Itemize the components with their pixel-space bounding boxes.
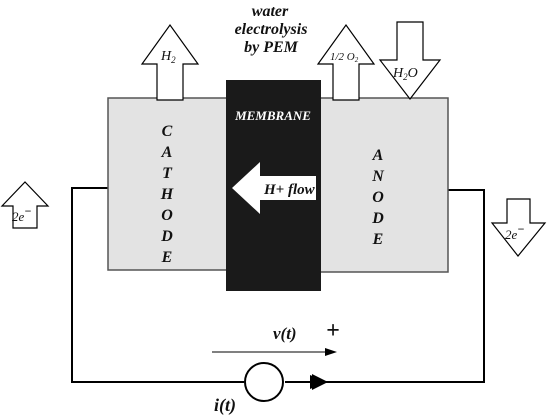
circuit-wire [71,187,244,383]
anode-letter: A [372,147,384,164]
cathode-letter: A [161,144,173,161]
anode-letter: E [372,231,384,248]
circuit-wire-right [285,189,485,383]
anode-letter: N [371,168,385,185]
current-label: i(t) [214,395,236,416]
current-direction-arrow [310,375,326,389]
anode-letter: D [371,210,384,227]
h2o-label: H2O [392,66,418,82]
cathode-letter: C [162,123,173,140]
cathode-letter: H [160,186,174,203]
cathode-letter: O [161,207,173,224]
cathode-letter: E [161,249,173,266]
h-plus-flow-label: H+ flow [263,182,316,198]
title-line-2: electrolysis [235,21,308,38]
o2-arrow [316,23,376,101]
electron-arrow-left [0,181,50,229]
cathode-letter: T [162,165,173,182]
electron-label-right: 2e− [505,222,525,242]
electron-label-left: 2e− [12,204,32,224]
cathode-letter: D [160,228,173,245]
current-source [244,362,284,402]
membrane-label: MEMBRANE [234,108,311,123]
title-line-1: water [252,3,289,20]
cathode [107,97,231,271]
h2-label: H2 [160,49,176,65]
anode-letter: O [372,189,384,206]
o2-label: 1/2 O2 [330,51,359,64]
h2-arrow [140,23,200,101]
h-plus-flow-arrow [232,162,316,214]
h2o-arrow [378,21,442,100]
electron-arrow-right [490,198,547,257]
title-line-3: by PEM [244,39,299,56]
voltage-plus: + [326,318,340,344]
voltage-arrowhead [325,348,337,356]
voltage-label: v(t) [273,324,297,343]
